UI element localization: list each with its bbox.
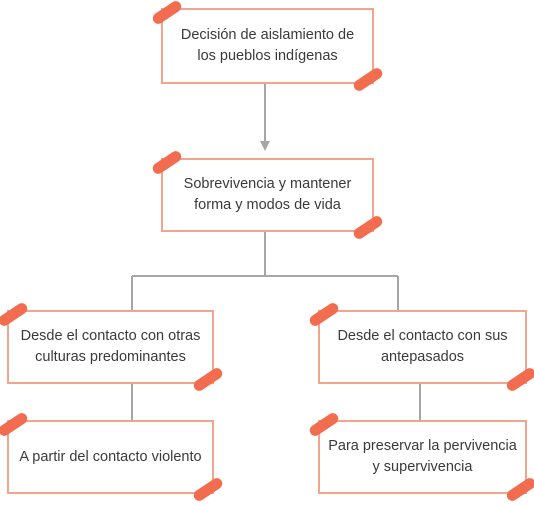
node-left-leaf-label: A partir del contacto violento	[19, 448, 202, 465]
node-left-branch: Desde el contacto con otras culturas pre…	[0, 300, 225, 394]
node-right-branch: Desde el contacto con sus antepasados	[307, 300, 534, 394]
node-middle: Sobrevivencia y mantener forma y modos d…	[150, 148, 385, 242]
node-right-leaf-label: Para preservar la pervivencia y superviv…	[328, 438, 517, 475]
node-right-branch-label: Desde el contacto con sus antepasados	[337, 328, 508, 365]
node-root-label: Decisión de aislamiento de los pueblos i…	[180, 27, 355, 64]
node-left-leaf: A partir del contacto violento	[0, 410, 225, 504]
node-right-leaf: Para preservar la pervivencia y superviv…	[307, 410, 534, 504]
node-middle-label: Sobrevivencia y mantener forma y modos d…	[183, 176, 352, 213]
node-root: Decisión de aislamiento de los pueblos i…	[150, 0, 385, 94]
node-left-branch-label: Desde el contacto con otras culturas pre…	[20, 328, 201, 365]
